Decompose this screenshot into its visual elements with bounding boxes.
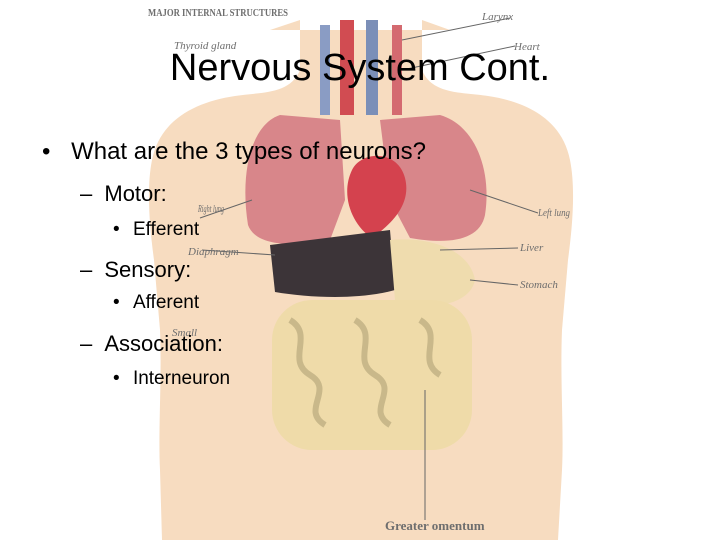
list-item-motor: – Motor: xyxy=(80,180,167,208)
figure-header-label: MAJOR INTERNAL STRUCTURES xyxy=(148,7,288,19)
larynx-label: Larynx xyxy=(481,11,513,23)
sub-item-efferent: • Efferent xyxy=(113,218,199,242)
bullet-marker: • xyxy=(113,292,120,313)
slide-title: Nervous System Cont. xyxy=(169,47,551,89)
right-lung xyxy=(245,115,345,245)
list-item-association: – Association: xyxy=(80,330,223,358)
dash-marker: – xyxy=(80,181,93,206)
left-lung xyxy=(380,115,487,241)
stomach xyxy=(390,239,475,306)
bullet-marker: • xyxy=(42,138,51,165)
greater-omentum-label: Greater omentum xyxy=(385,518,485,533)
list-item-label: Association: xyxy=(104,331,223,356)
bullet-marker: • xyxy=(113,219,120,240)
dash-marker: – xyxy=(80,331,93,356)
sub-item-text: Efferent xyxy=(132,219,200,240)
torso-anatomy-image: MAJOR INTERNAL STRUCTURES Larynx Thyroid… xyxy=(148,7,574,540)
dash-marker: – xyxy=(80,257,93,282)
sub-item-interneuron: • Interneuron xyxy=(113,367,230,391)
liver xyxy=(270,230,395,297)
sub-item-afferent: • Afferent xyxy=(113,291,199,315)
bullet-marker: • xyxy=(113,368,120,389)
diaphragm-label: Diaphragm xyxy=(187,246,239,258)
heart-label: Heart xyxy=(513,41,541,53)
right-lung-label: Right lung xyxy=(197,204,224,215)
small-label: Small xyxy=(172,327,197,339)
sub-item-text: Interneuron xyxy=(132,368,231,389)
list-item-label: Sensory: xyxy=(104,257,192,282)
question-text: What are the 3 types of neurons? xyxy=(71,138,426,165)
list-item-label: Motor: xyxy=(104,181,167,206)
stomach-label: Stomach xyxy=(520,279,558,291)
thyroid-label: Thyroid gland xyxy=(174,40,237,52)
liver-label: Liver xyxy=(519,242,544,254)
question-bullet: • What are the 3 types of neurons? xyxy=(42,137,426,167)
list-item-sensory: – Sensory: xyxy=(80,256,191,284)
left-lung-label: Left lung xyxy=(537,208,570,219)
heart xyxy=(347,155,407,238)
sub-item-text: Afferent xyxy=(132,292,200,313)
